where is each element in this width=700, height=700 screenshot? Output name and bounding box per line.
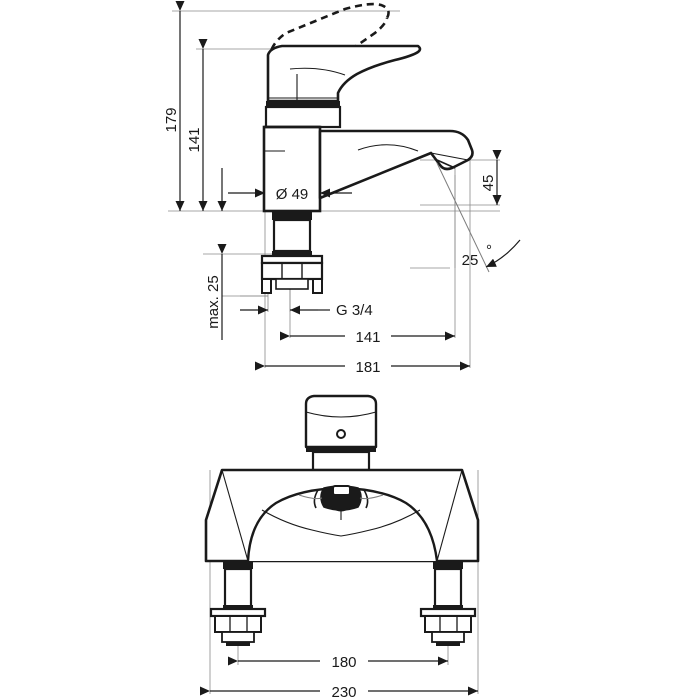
dim-hole-centres: 180 <box>228 651 448 671</box>
front-aerator <box>298 485 384 520</box>
dim-height-overall: 179 <box>163 1 185 211</box>
front-shank-left <box>209 561 267 646</box>
front-handle <box>304 394 378 472</box>
dim-overall-width: 230 <box>200 681 478 700</box>
dim-body-diameter: Ø 49 <box>228 186 352 203</box>
spout <box>318 129 474 200</box>
dim-label-diameter-49: Ø 49 <box>276 186 309 203</box>
dim-label-180: 180 <box>331 654 356 671</box>
dim-label-45: 45 <box>480 175 497 192</box>
dim-label-141-vertical: 141 <box>186 127 203 152</box>
dim-thread-size: G 3/4 <box>240 302 373 319</box>
dim-label-181: 181 <box>355 359 380 376</box>
front-shank-right <box>419 561 477 646</box>
dim-spout-drop: 45 <box>480 150 502 205</box>
front-body <box>204 468 480 563</box>
lever-handle <box>266 44 422 103</box>
mounting-shank <box>260 211 324 294</box>
dim-mount-thickness: max. 25 <box>205 244 227 340</box>
dim-label-141-horizontal: 141 <box>355 329 380 346</box>
spout-contour-lines <box>264 144 469 161</box>
dim-height-spout: 141 <box>186 39 208 211</box>
dim-spout-angle: 25 ° <box>436 162 521 273</box>
dim-label-g34: G 3/4 <box>336 302 373 319</box>
dim-label-25-angle: 25 <box>462 252 479 269</box>
lever-contour-lines <box>268 67 346 101</box>
dim-label-230: 230 <box>331 684 356 700</box>
front-elevation-view: 180 230 <box>200 394 480 700</box>
body-cylinder <box>262 125 322 213</box>
dim-spout-reach: 141 <box>280 326 455 346</box>
aerator-facet <box>436 159 456 169</box>
dim-label-max-25: max. 25 <box>205 275 222 328</box>
cartridge-collar <box>264 101 342 129</box>
side-elevation-view: 179 141 Ø 49 45 25 ° <box>163 1 521 376</box>
dim-label-179: 179 <box>163 107 180 132</box>
lever-open-position-dashed <box>267 2 390 96</box>
dim-overall-depth: 181 <box>255 356 470 376</box>
degree-symbol: ° <box>486 242 492 259</box>
